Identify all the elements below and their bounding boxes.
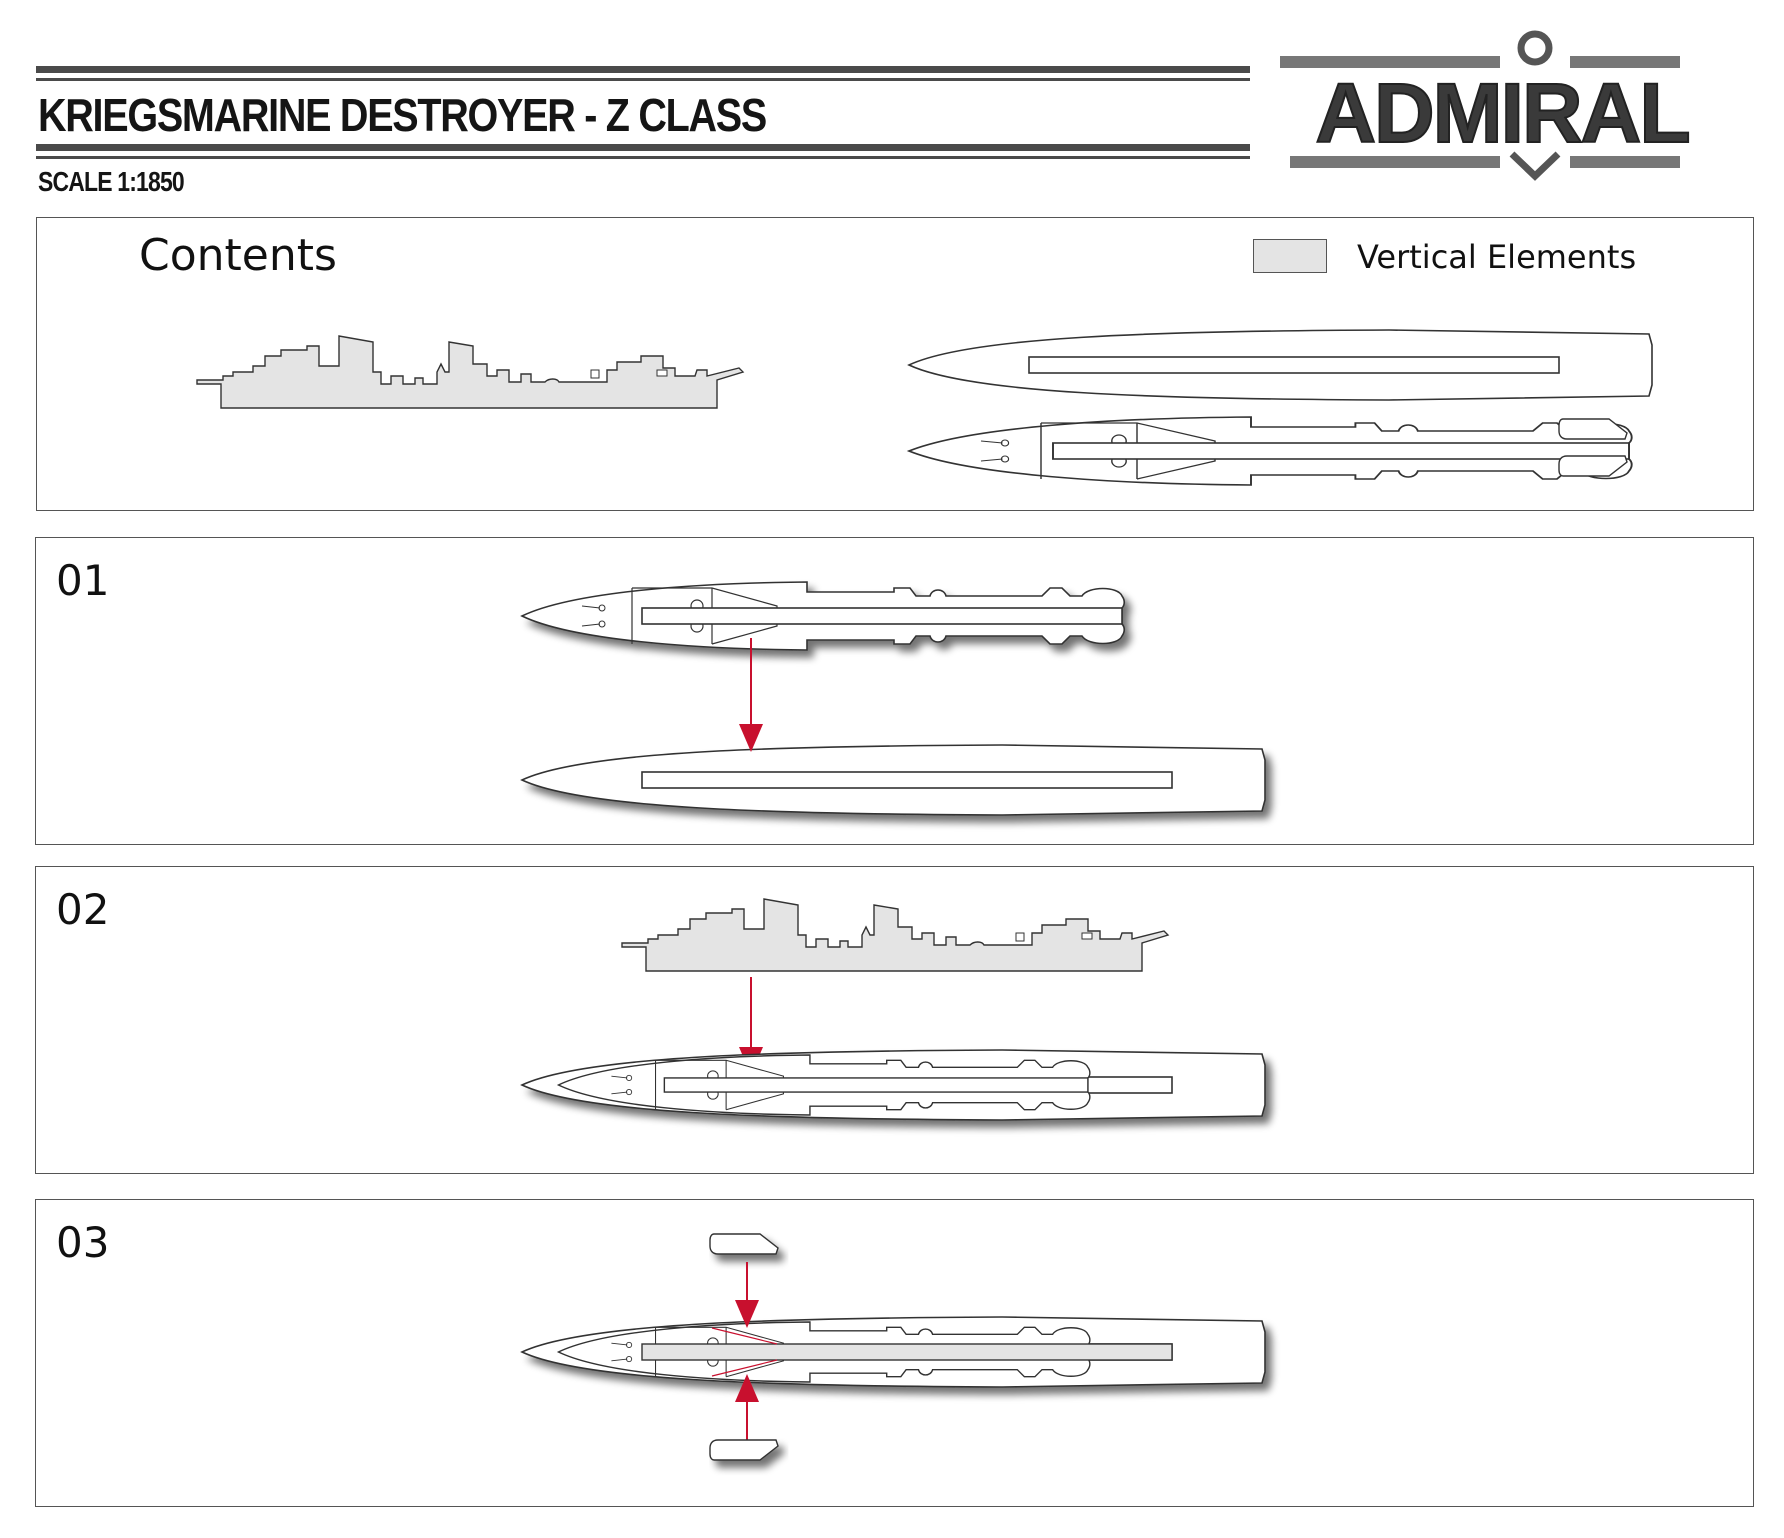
document-title: KRIEGSMARINE DESTROYER - Z CLASS xyxy=(38,89,767,141)
step-number: 01 xyxy=(56,556,110,605)
header-rule-top-thin xyxy=(36,78,1754,81)
scale-label: SCALE 1:1850 xyxy=(38,166,185,197)
contents-upper-deck-part xyxy=(908,416,1633,486)
step-01-panel: 01 xyxy=(35,537,1754,845)
step-03-arrow-down xyxy=(735,1262,759,1328)
step-01-upper-deck xyxy=(521,581,1126,651)
header-rule-top xyxy=(36,66,1754,73)
step-03-bow-piece-bottom xyxy=(709,1439,779,1461)
step-02-superstructure xyxy=(621,898,1169,972)
header-rule-bottom xyxy=(36,144,1754,151)
contents-bow-piece-top xyxy=(1558,418,1628,440)
step-number: 03 xyxy=(56,1218,110,1267)
header-rule-bottom-thin xyxy=(36,156,1754,159)
step-02-arrow xyxy=(739,977,763,1075)
step-03-arrow-up xyxy=(735,1374,759,1440)
contents-lower-hull-part xyxy=(908,329,1653,401)
contents-superstructure-part xyxy=(196,335,744,409)
contents-bow-piece-bottom xyxy=(1558,455,1628,477)
step-02-assembled-hull xyxy=(521,1049,1266,1121)
contents-panel: Contents Vertical Elements xyxy=(36,217,1754,511)
step-number: 02 xyxy=(56,885,110,934)
legend-swatch-vertical-elements xyxy=(1253,239,1327,273)
svg-text:ADMIRAL: ADMIRAL xyxy=(1315,66,1688,160)
legend-label-vertical-elements: Vertical Elements xyxy=(1357,238,1637,276)
step-02-panel: 02 xyxy=(35,866,1754,1174)
contents-title: Contents xyxy=(139,230,337,281)
step-01-arrow xyxy=(739,638,763,752)
step-03-panel: 03 xyxy=(35,1199,1754,1507)
admiral-logo-graphic: ADMIRAL xyxy=(1280,30,1692,181)
step-03-bow-piece-top xyxy=(709,1233,779,1255)
admiral-logo: ADMIRAL xyxy=(1250,28,1754,181)
step-03-assembled-hull xyxy=(521,1316,1266,1388)
step-01-lower-hull xyxy=(521,744,1266,816)
